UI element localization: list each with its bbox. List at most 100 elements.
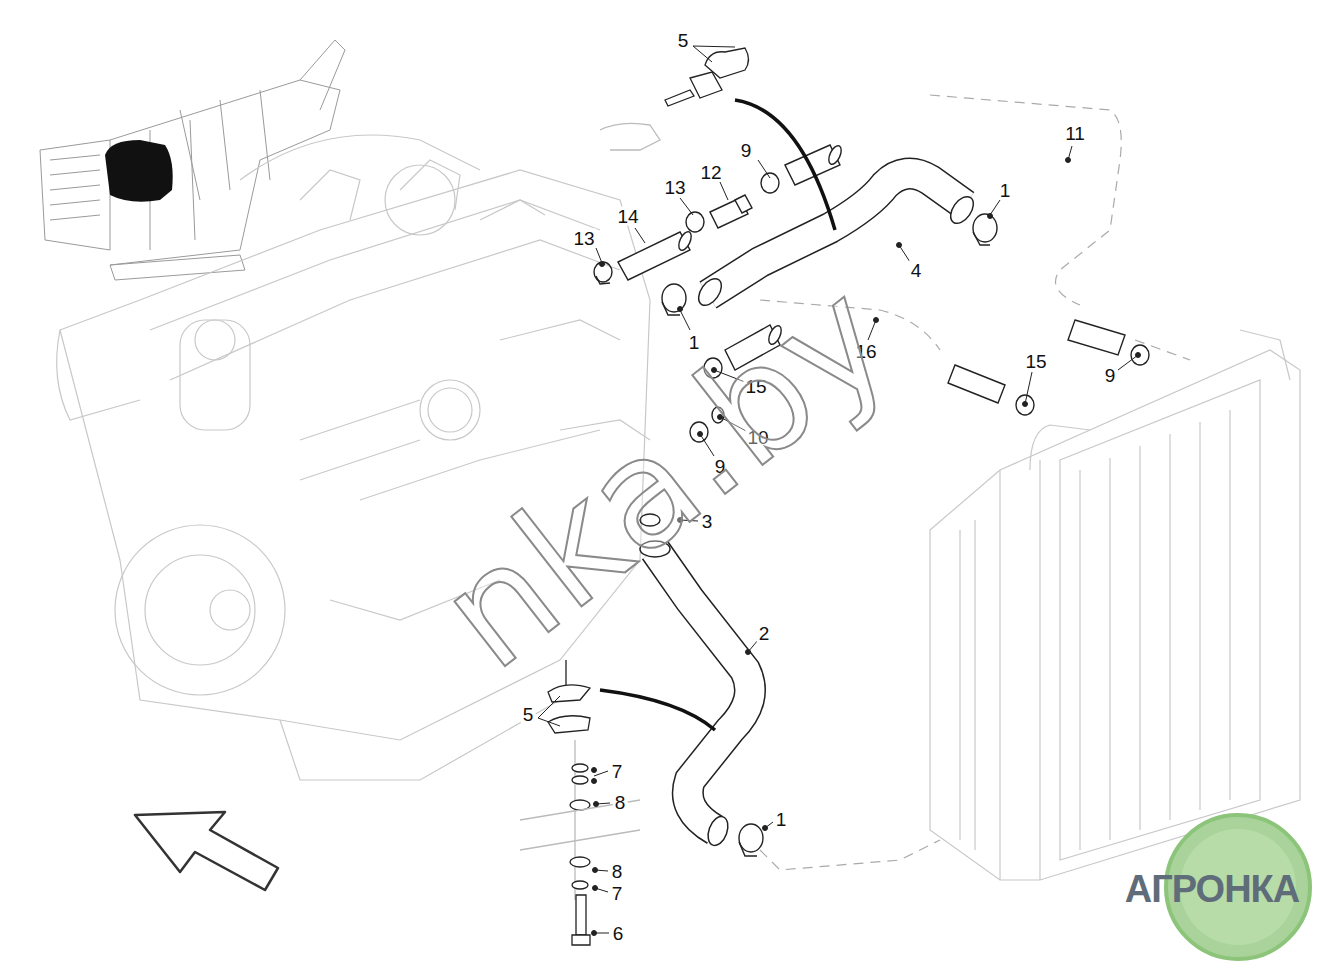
callout-number: 7 — [610, 762, 625, 781]
illustration-line — [240, 135, 480, 180]
illustration-line — [170, 240, 620, 380]
callout-number: 12 — [698, 163, 723, 182]
illustration-line — [665, 90, 694, 106]
illustration-line — [899, 245, 910, 262]
illustration-line — [145, 555, 255, 665]
illustration-line — [678, 307, 683, 312]
illustration-line — [180, 320, 250, 430]
illustration-line — [1060, 380, 1260, 860]
illustration-line — [739, 842, 757, 856]
illustration-line — [960, 520, 975, 850]
illustration-line — [1118, 355, 1138, 370]
illustration-line — [595, 870, 608, 871]
illustration-line — [594, 933, 609, 934]
illustration-line — [758, 160, 770, 178]
illustration-line — [720, 182, 728, 200]
callout-number: 1 — [687, 333, 702, 352]
illustration-line — [572, 881, 588, 889]
illustration-line — [973, 232, 990, 245]
illustration-line — [1080, 410, 1230, 850]
illustration-line — [592, 768, 597, 773]
illustration-line — [735, 195, 752, 213]
illustration-line — [60, 170, 650, 740]
illustration-line — [948, 365, 1005, 403]
illustration-line — [596, 803, 610, 804]
hose-2 — [640, 541, 750, 848]
illustration-line — [50, 155, 100, 220]
illustration-line — [761, 173, 779, 193]
illustration-line — [600, 123, 660, 150]
illustration-line — [618, 232, 690, 280]
illustration-line — [150, 200, 600, 330]
illustration-line — [115, 525, 285, 695]
illustration-line — [988, 214, 993, 219]
highlight-blob — [105, 140, 173, 202]
illustration-line — [592, 779, 597, 784]
illustration-line — [760, 840, 940, 870]
watermark-text: nka.by — [416, 257, 914, 692]
illustration-line — [300, 160, 545, 220]
illustration-line — [40, 140, 110, 250]
illustration-line — [180, 90, 270, 200]
illustration-line — [428, 388, 472, 432]
illustration-line — [676, 230, 694, 252]
illustration-line — [1135, 340, 1190, 360]
illustration-line — [765, 822, 773, 828]
illustration-line — [538, 696, 560, 726]
illustration-line — [690, 72, 722, 98]
illustration-line — [735, 100, 835, 230]
illustration-line — [1068, 320, 1125, 355]
callout-number: 5 — [676, 31, 691, 50]
callout-number: 4 — [909, 261, 924, 280]
callout-number: 8 — [610, 862, 625, 881]
illustration-line — [662, 284, 686, 312]
illustration-line — [655, 550, 750, 830]
illustration-line — [572, 764, 588, 772]
illustration-line — [694, 275, 726, 310]
illustration-line — [572, 935, 590, 945]
illustration-line — [680, 310, 690, 330]
illustration-line — [635, 228, 645, 243]
callout-number: 5 — [521, 705, 536, 724]
illustration-line — [385, 165, 455, 235]
illustration-line — [594, 771, 608, 776]
illustration-line — [576, 895, 586, 935]
bracket-5-bottom — [520, 660, 715, 945]
callout-number: 9 — [739, 141, 754, 160]
illustration-line — [548, 685, 590, 702]
illustration-line — [594, 262, 612, 282]
callout-number: 7 — [610, 884, 625, 903]
logo-text: АГРОНКА — [1125, 870, 1299, 908]
illustration-line — [686, 212, 704, 232]
illustration-line — [946, 193, 978, 228]
callout-number: 6 — [611, 924, 626, 943]
illustration-line — [57, 330, 140, 420]
illustration-line — [1131, 345, 1149, 365]
illustration-line — [826, 144, 844, 166]
illustration-line — [930, 95, 1121, 305]
bracket-5-top — [600, 48, 835, 230]
illustration-line — [1016, 395, 1034, 415]
radiator-sketch — [930, 330, 1300, 880]
illustration-line — [195, 320, 235, 360]
illustration-line — [210, 590, 250, 630]
illustration-line — [1068, 146, 1072, 160]
illustration-line — [680, 198, 693, 215]
illustration-line — [1240, 330, 1290, 380]
illustration-line — [596, 248, 602, 263]
engine-sketch — [57, 135, 650, 780]
illustration-line — [704, 814, 731, 848]
illustration-line — [930, 350, 1300, 880]
dashed-outline — [760, 95, 1190, 870]
illustration-line — [655, 550, 750, 830]
illustration-line — [595, 888, 608, 892]
illustration-line — [570, 857, 590, 867]
illustration-line — [693, 46, 735, 62]
illustration-line — [600, 690, 715, 730]
illustration-line — [300, 40, 345, 110]
illustration-line — [600, 262, 605, 267]
callout-number: 15 — [1023, 352, 1048, 371]
direction-arrow — [135, 812, 278, 890]
illustration-line — [572, 776, 588, 784]
